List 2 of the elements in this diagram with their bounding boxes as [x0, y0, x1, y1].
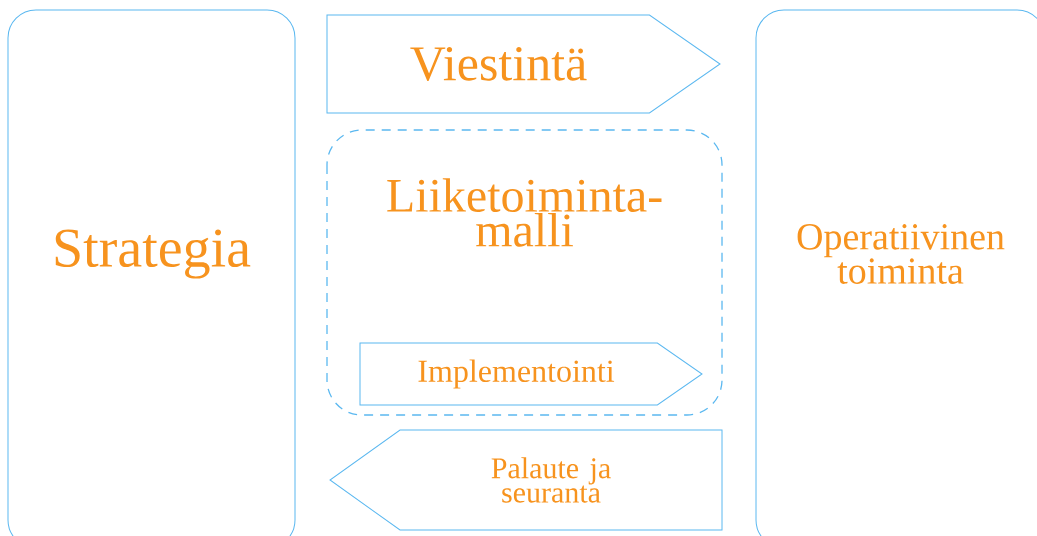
rounded-box: Operatiivinen toiminta [755, 9, 1037, 536]
rounded-box: Strategia [7, 9, 296, 536]
